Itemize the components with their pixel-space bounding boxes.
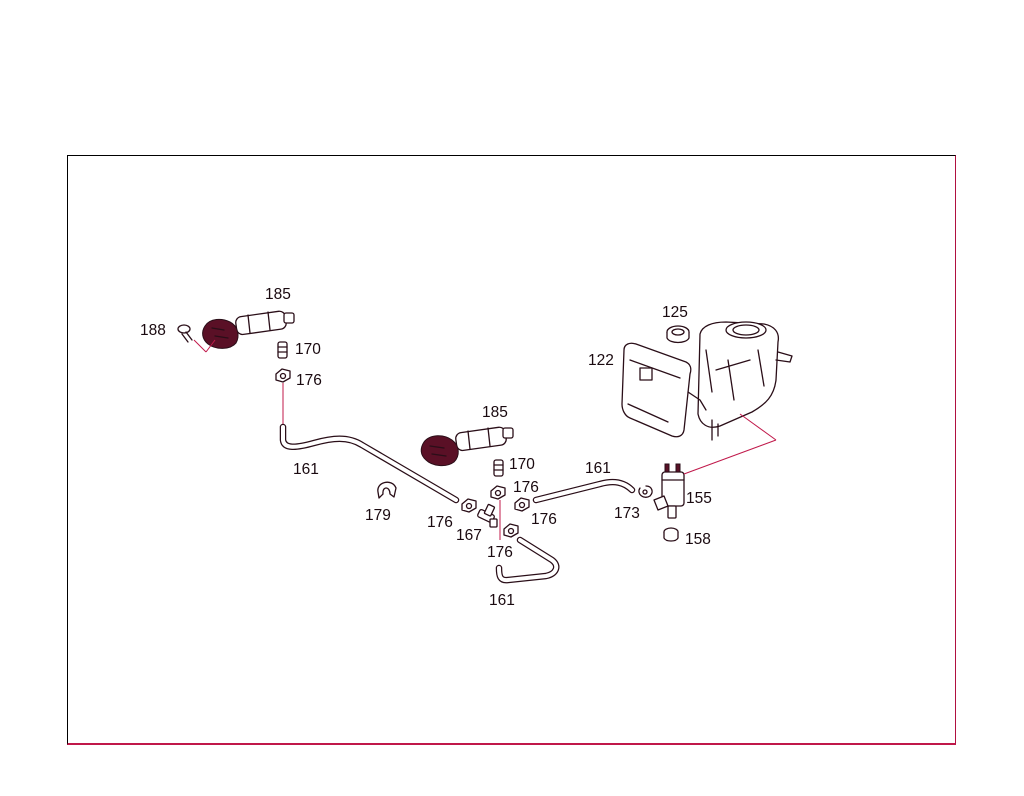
label-185-left: 185	[265, 286, 291, 303]
label-173: 173	[614, 505, 640, 522]
label-179: 179	[365, 507, 391, 524]
connector-170-left	[277, 341, 288, 359]
hose-161-right	[532, 478, 636, 504]
nozzle-185-center	[420, 426, 514, 467]
label-188: 188	[140, 322, 166, 339]
label-176-b: 176	[427, 514, 453, 531]
label-176-left: 176	[296, 372, 322, 389]
label-167: 167	[456, 527, 482, 544]
cap-158	[663, 527, 679, 542]
hose-161-left	[279, 423, 460, 504]
clip-176-left	[275, 368, 291, 383]
pump-155	[653, 439, 777, 519]
diagram-frame	[67, 155, 956, 745]
clip-179	[377, 481, 397, 499]
cap-125	[666, 325, 690, 344]
clip-176-e	[503, 523, 519, 538]
clip-176-center	[490, 485, 506, 500]
label-176-c: 176	[513, 479, 539, 496]
tee-167	[477, 503, 498, 528]
label-176-e: 176	[487, 544, 513, 561]
label-170-left: 170	[295, 341, 321, 358]
hose-161-lower	[495, 536, 560, 584]
bolt-188	[177, 324, 216, 353]
label-158: 158	[685, 531, 711, 548]
label-185-center: 185	[482, 404, 508, 421]
clip-173	[638, 485, 653, 498]
label-155: 155	[686, 490, 712, 507]
label-176-d: 176	[531, 511, 557, 528]
label-161-left: 161	[293, 461, 319, 478]
label-170-center: 170	[509, 456, 535, 473]
label-161-right: 161	[585, 460, 611, 477]
clip-176-b	[461, 498, 477, 513]
connector-170-center	[493, 459, 504, 477]
label-161-lower: 161	[489, 592, 515, 609]
label-125: 125	[662, 304, 688, 321]
nozzle-185-left	[202, 310, 295, 349]
label-122: 122	[588, 352, 614, 369]
reservoir-122	[621, 321, 793, 441]
clip-176-d	[514, 497, 530, 512]
